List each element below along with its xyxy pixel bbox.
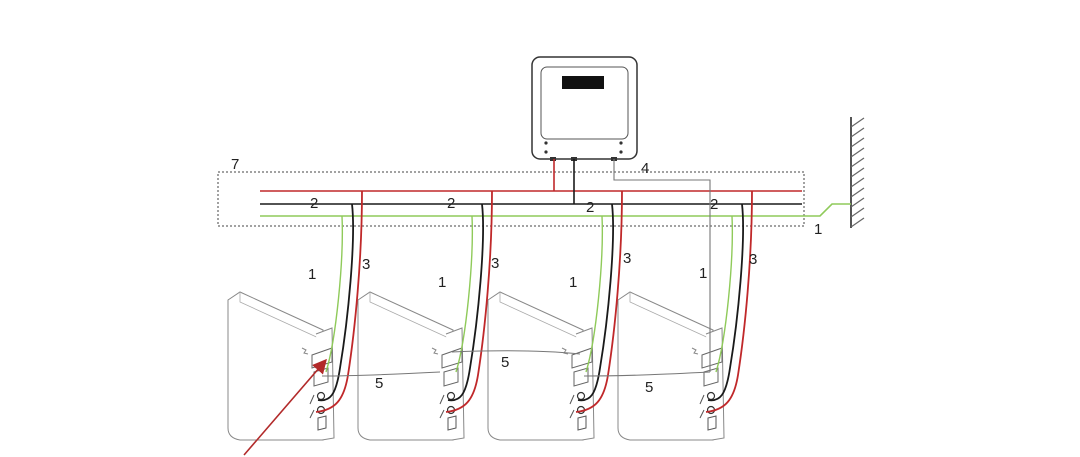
ground-wall-icon: [850, 117, 865, 228]
label-ground-1: 1: [308, 266, 316, 283]
label-power-2: 3: [491, 255, 499, 272]
bus-wires: [260, 159, 851, 217]
label-ground-3: 1: [569, 274, 577, 291]
label-dc-1: 2: [310, 195, 318, 212]
label-power-4: 3: [749, 251, 757, 268]
label-dc-3: 2: [586, 199, 594, 216]
label-power-1: 3: [362, 256, 370, 273]
pointer-arrow-icon: [243, 358, 327, 456]
label-dc-4: 2: [710, 196, 718, 213]
label-ground-wall: 1: [814, 221, 822, 238]
label-power-3: 3: [623, 250, 631, 267]
label-combiner-box: 7: [231, 156, 239, 173]
label-link-1: 5: [375, 375, 383, 392]
comm-link-cables: [321, 350, 711, 377]
label-dc-2: 2: [447, 195, 455, 212]
label-comm-inverter: 4: [641, 160, 649, 177]
label-link-2: 5: [501, 354, 509, 371]
battery-drops: [315, 190, 753, 413]
label-link-3: 5: [645, 379, 653, 396]
battery-module-icon: [227, 291, 725, 441]
label-ground-4: 1: [699, 265, 707, 282]
diagram-labels: 7 4 1 2 2 2 2 1 1 1 1 3 3 3 3 5 5 5: [231, 156, 822, 396]
combiner-box: [217, 171, 805, 227]
inverter-icon: [531, 56, 638, 161]
comm-cable-inverter: [613, 159, 711, 372]
label-ground-2: 1: [438, 274, 446, 291]
